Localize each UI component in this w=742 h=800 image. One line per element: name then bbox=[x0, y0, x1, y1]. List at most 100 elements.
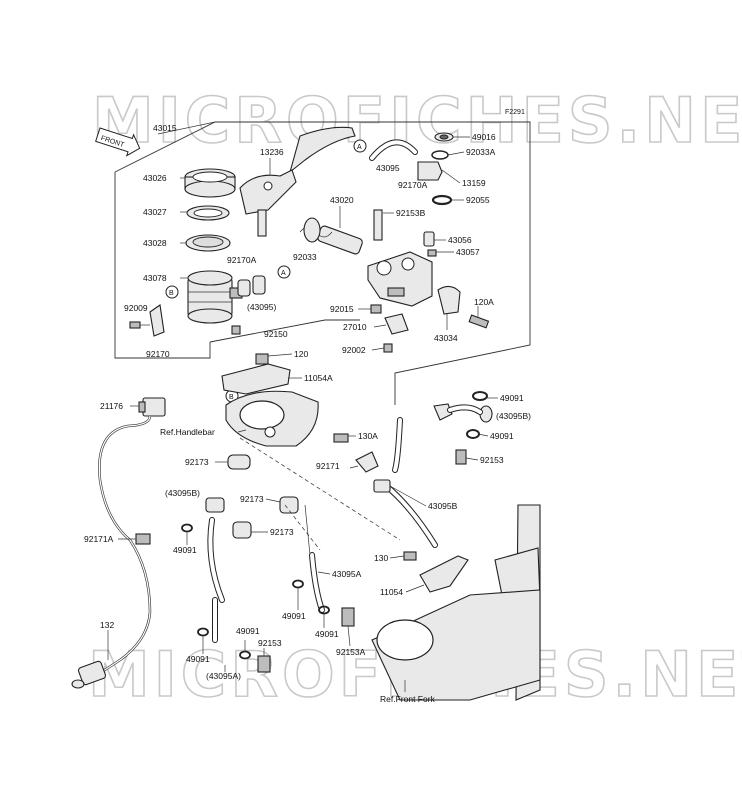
handlebar-clamp bbox=[225, 390, 319, 447]
label-43056: 43056 bbox=[448, 235, 472, 245]
cap-49016 bbox=[434, 132, 454, 142]
marker-a-mid-text: A bbox=[281, 270, 286, 277]
label-43095b: 43095B bbox=[428, 501, 458, 511]
washer-49091-a bbox=[472, 391, 488, 401]
label-43095-paren: (43095) bbox=[247, 302, 276, 312]
hose-fitting-43095 bbox=[252, 275, 266, 295]
bolt-92009 bbox=[129, 321, 150, 329]
leader-lines bbox=[107, 136, 498, 692]
label-43027: 43027 bbox=[143, 207, 167, 217]
washer-49091-f bbox=[197, 627, 209, 637]
label-92171a: 92171A bbox=[84, 534, 114, 544]
elbow-13159 bbox=[417, 161, 443, 181]
label-92153-lower: 92153 bbox=[258, 638, 282, 648]
label-11054: 11054 bbox=[380, 587, 403, 597]
label-92033a: 92033A bbox=[466, 147, 496, 157]
label-92009: 92009 bbox=[124, 303, 148, 313]
marker-a-mid: A bbox=[277, 265, 291, 279]
bolt-120a bbox=[468, 314, 490, 329]
marker-b-mid: B bbox=[165, 285, 179, 299]
diaphragm bbox=[185, 234, 231, 252]
fitting-43095b-left bbox=[205, 497, 225, 513]
reservoir-cap bbox=[184, 168, 236, 198]
label-92171: 92171 bbox=[316, 461, 340, 471]
washer-49091-e bbox=[318, 605, 330, 615]
bolt-92153-lower bbox=[257, 655, 271, 673]
label-120a: 120A bbox=[474, 297, 494, 307]
clamp-92171 bbox=[355, 451, 379, 473]
label-11054a: 11054A bbox=[304, 373, 333, 383]
marker-a-top-text: A bbox=[357, 144, 362, 151]
bolt-92153a bbox=[341, 607, 355, 627]
label-43015: 43015 bbox=[153, 123, 177, 133]
label-43028: 43028 bbox=[143, 238, 167, 248]
label-132: 132 bbox=[100, 620, 114, 630]
label-ref-handlebar: Ref.Handlebar bbox=[160, 427, 215, 437]
label-43034: 43034 bbox=[434, 333, 458, 343]
washer-49091-b bbox=[466, 429, 480, 439]
clamp-43034 bbox=[437, 285, 461, 315]
label-49091-g: 49091 bbox=[236, 626, 260, 636]
switch-27010 bbox=[384, 313, 409, 335]
cap-43057 bbox=[427, 249, 437, 257]
bracket-92170 bbox=[149, 304, 165, 337]
label-92173-b: 92173 bbox=[240, 494, 264, 504]
label-92055: 92055 bbox=[466, 195, 490, 205]
brake-lever bbox=[239, 126, 356, 237]
label-43095: 43095 bbox=[376, 163, 400, 173]
label-27010: 27010 bbox=[343, 322, 367, 332]
label-43095b-paren-left: (43095B) bbox=[165, 488, 200, 498]
label-92153: 92153 bbox=[480, 455, 504, 465]
label-43095b-paren-right: (43095B) bbox=[496, 411, 531, 421]
label-43020: 43020 bbox=[330, 195, 354, 205]
label-49091-a: 49091 bbox=[500, 393, 524, 403]
label-130: 130 bbox=[374, 553, 388, 563]
figure-code: F2291 bbox=[505, 109, 525, 116]
clamp-92173-c bbox=[232, 521, 252, 539]
label-43026: 43026 bbox=[143, 173, 167, 183]
label-43057: 43057 bbox=[456, 247, 480, 257]
bolt-92153 bbox=[455, 449, 467, 465]
marker-b-mid-text: B bbox=[169, 290, 174, 297]
fitting-43095b bbox=[373, 479, 391, 493]
circlip-92033 bbox=[303, 217, 321, 243]
label-49091-b: 49091 bbox=[490, 431, 514, 441]
front-fork bbox=[371, 504, 541, 701]
label-49091-c: 49091 bbox=[173, 545, 197, 555]
marker-b-low-text: B bbox=[229, 394, 234, 401]
label-92002: 92002 bbox=[342, 345, 366, 355]
pin-92153b bbox=[373, 209, 383, 241]
label-13236: 13236 bbox=[260, 147, 284, 157]
label-49091-f: 49091 bbox=[186, 654, 210, 664]
label-92015: 92015 bbox=[330, 304, 354, 314]
bolt-92150 bbox=[231, 325, 241, 335]
label-92153a: 92153A bbox=[336, 647, 366, 657]
label-92170: 92170 bbox=[146, 349, 170, 359]
label-43078: 43078 bbox=[143, 273, 167, 283]
bracket-11054 bbox=[419, 555, 469, 593]
screw-92002 bbox=[383, 343, 393, 353]
clamp-92173-a bbox=[227, 454, 251, 470]
label-92170a-left: 92170A bbox=[227, 255, 257, 265]
label-92033: 92033 bbox=[293, 252, 317, 262]
clamp-92171a bbox=[135, 533, 151, 545]
label-21176: 21176 bbox=[100, 401, 123, 411]
washer-49091-d bbox=[292, 579, 304, 589]
label-92153b: 92153B bbox=[396, 208, 426, 218]
label-43095a: 43095A bbox=[332, 569, 362, 579]
watermark-top: MICROFICHES.NET bbox=[92, 84, 742, 157]
oring-92055 bbox=[431, 194, 453, 206]
label-43095a-paren: (43095A) bbox=[206, 671, 241, 681]
bolt-130 bbox=[403, 551, 417, 561]
label-92173-a: 92173 bbox=[185, 457, 209, 467]
label-120: 120 bbox=[294, 349, 308, 359]
nut-92015 bbox=[370, 304, 382, 314]
clamp-92173-b bbox=[279, 496, 299, 514]
label-92170a-right: 92170A bbox=[398, 180, 428, 190]
label-49091-e: 49091 bbox=[315, 629, 339, 639]
label-130a: 130A bbox=[358, 431, 378, 441]
label-13159: 13159 bbox=[462, 178, 486, 188]
reservoir-bracket-11054a bbox=[221, 353, 291, 395]
diaphragm-plate bbox=[186, 205, 230, 221]
